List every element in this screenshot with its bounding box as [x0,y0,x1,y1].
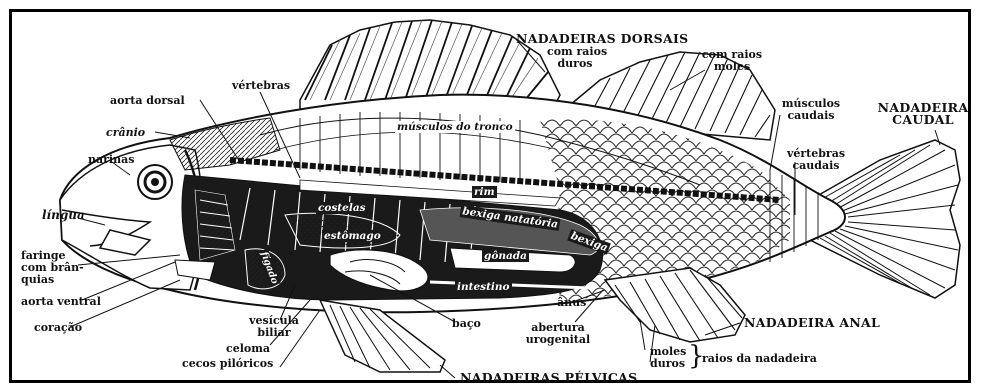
label-nadadeira-anal: NADADEIRA ANAL [744,317,880,329]
label-musculos-do-tronco: músculos do tronco [395,121,515,133]
label-gonada: gônada [482,250,529,262]
label-com-raios-moles: com raios moles [700,49,764,73]
label-duros: duros [650,358,685,370]
label-estomago: estômago [322,230,383,242]
label-intestino: intestino [455,281,512,293]
label-vesicula-biliar: vesícula biliar [243,315,305,339]
label-nadadeira-caudal: NADADEIRA CAUDAL [875,102,971,126]
label-vertebras: vértebras [232,80,290,92]
label-cecos-piloricos: cecos pilóricos [182,358,273,370]
label-aorta-dorsal: aorta dorsal [110,95,185,107]
label-lingua: língua [42,209,85,221]
label-baco: baço [452,318,481,330]
label-coracao: coração [34,322,82,334]
label-cranio: crânio [106,127,145,139]
label-faringe: faringe com brân- quias [21,250,84,286]
label-com-raios-duros: com raios duros [547,46,603,70]
label-musculos-caudais: músculos caudais [772,98,850,122]
label-anus: ânus [557,297,586,309]
label-abertura-urogenital: abertura urogenital [520,322,596,346]
label-raios-da-nadadeira: raios da nadadeira [702,353,817,365]
anal-fin [605,268,745,342]
label-nadadeiras-dorsais: NADADEIRAS DORSAIS [516,33,688,45]
label-celoma: celoma [226,343,270,355]
label-nadadeiras-pelvicas: NADADEIRAS PÉLVICAS [460,372,638,384]
label-rim: rim [472,186,497,198]
label-vertebras-caudais: vértebras caudais [778,148,854,172]
label-aorta-ventral: aorta ventral [21,296,101,308]
label-costelas: costelas [316,202,368,214]
label-narinas: narinas [88,154,134,166]
